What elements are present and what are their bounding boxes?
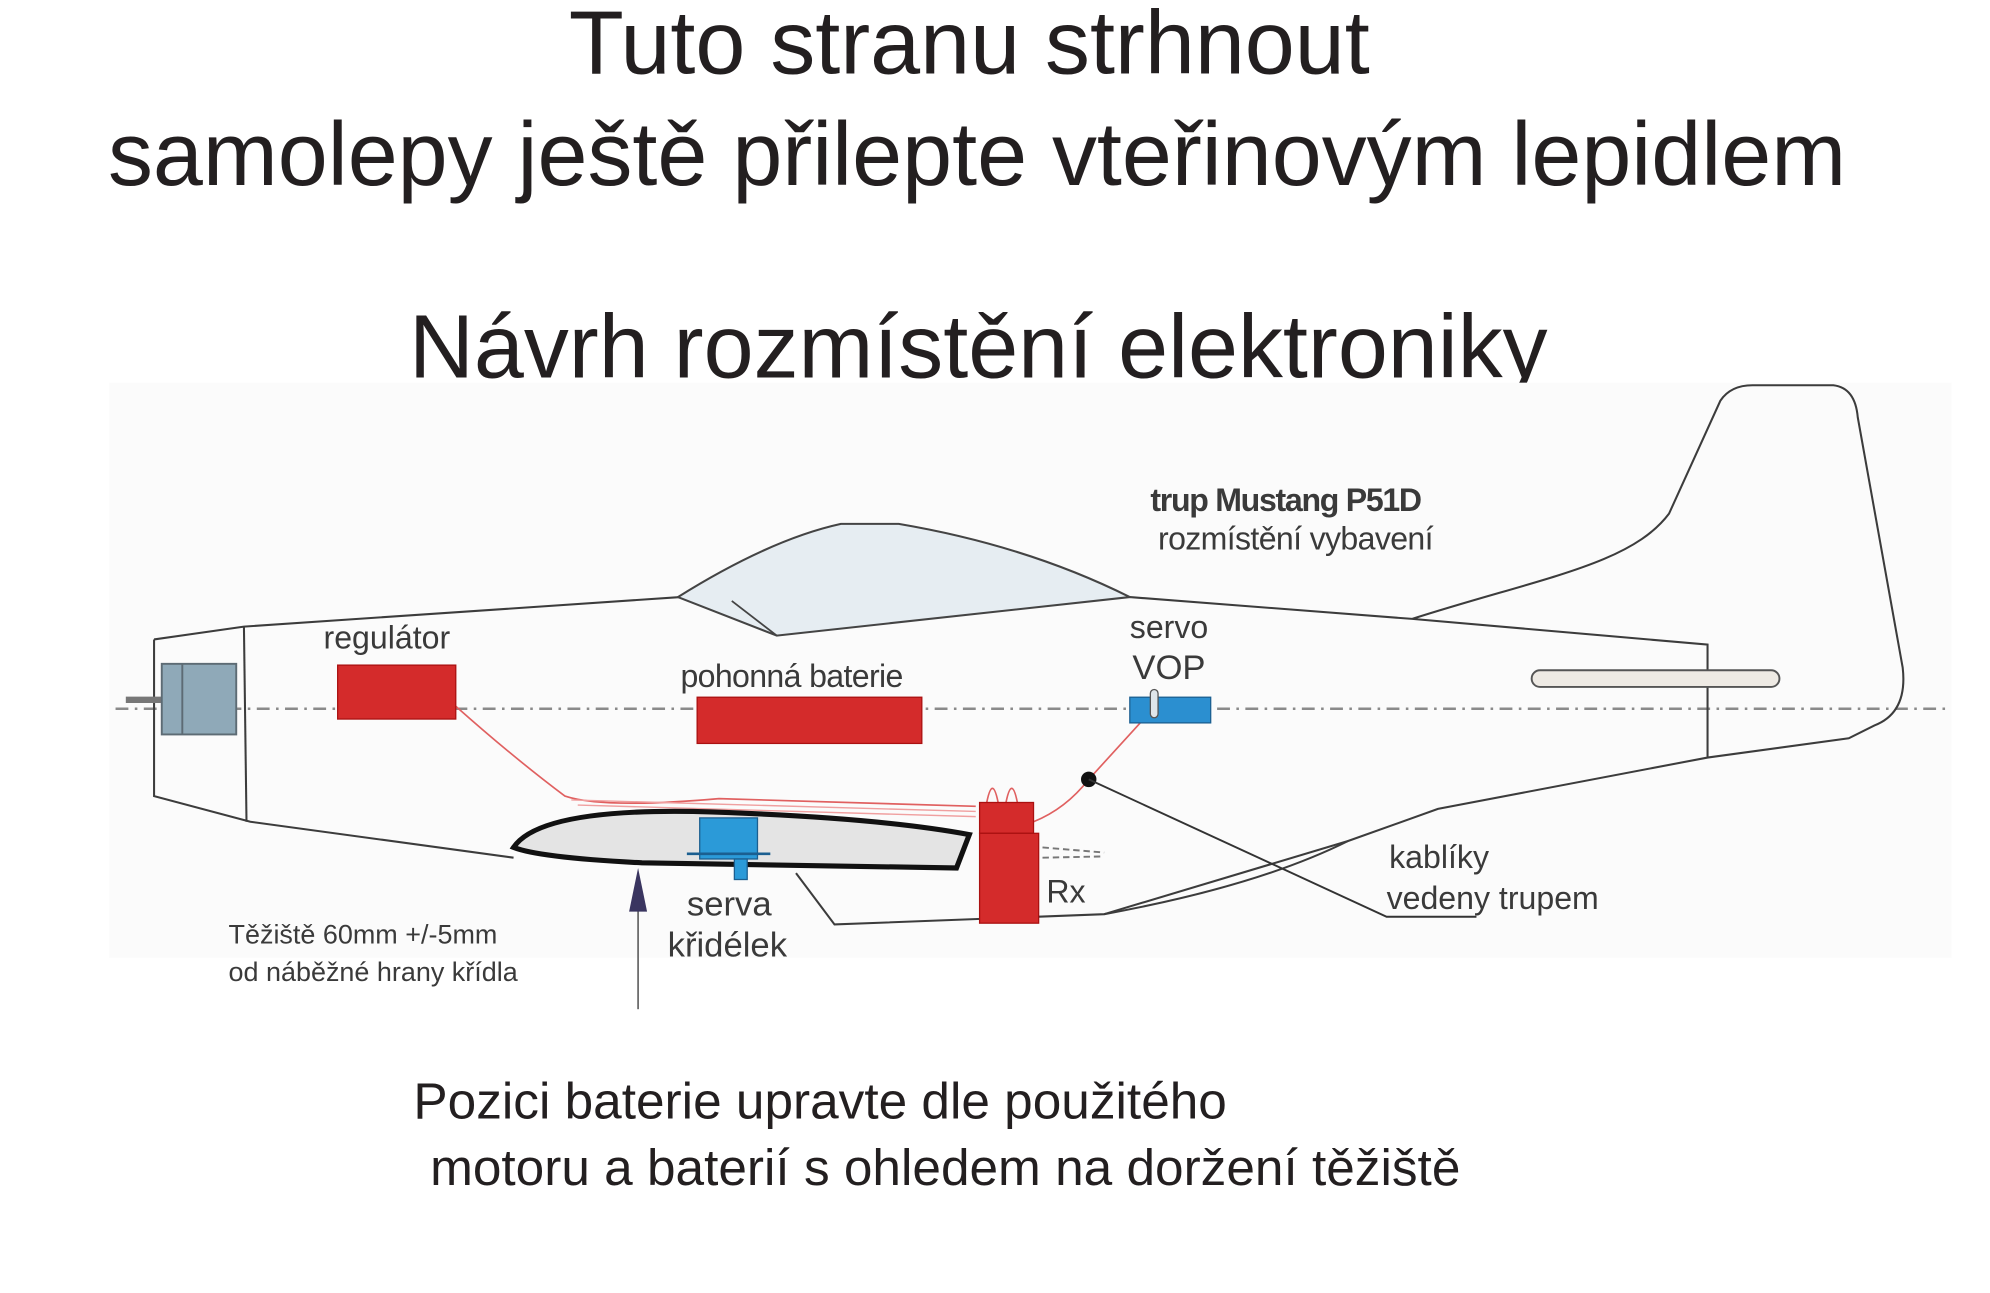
label-aileron-servo-2: křidélek xyxy=(668,927,788,965)
tailplane xyxy=(1530,669,1781,688)
leader-line xyxy=(1088,778,1477,918)
battery-box xyxy=(696,696,923,745)
rx-box-top xyxy=(978,801,1035,834)
label-cg-1: Těžiště 60mm +/-5mm xyxy=(229,920,498,950)
wire-bundle xyxy=(571,799,976,818)
fuselage-diagram: trup Mustang P51D rozmístění vybavení re… xyxy=(109,382,1952,1010)
firewall-line xyxy=(242,626,248,822)
note-line-1: Pozici baterie upravte dle použitého xyxy=(413,1072,1226,1129)
aileron-servo-horn xyxy=(733,858,748,881)
motor xyxy=(160,662,238,736)
label-aileron-servo-1: serva xyxy=(687,885,772,923)
label-servo-vop-1: servo xyxy=(1130,609,1208,645)
servo-vop-arm xyxy=(1149,688,1159,719)
title-line-2: samolepy ještě přilepte vteřinovým lepid… xyxy=(108,105,1846,205)
heading: Návrh rozmístění elektroniky xyxy=(409,298,1548,398)
fin-crossing-line xyxy=(1103,840,1349,916)
note-line-2: motoru a baterií s ohledem na doržení tě… xyxy=(430,1139,1460,1196)
diagram-subtitle: rozmístění vybavení xyxy=(1158,521,1434,557)
label-cables-1: kablíky xyxy=(1389,839,1489,875)
canopy xyxy=(675,522,1134,637)
label-regulator: regulátor xyxy=(324,619,451,655)
label-battery: pohonná baterie xyxy=(680,658,902,694)
diagram-title: trup Mustang P51D xyxy=(1150,482,1421,518)
rx-antenna xyxy=(1042,846,1105,859)
label-cg-2: od náběžné hrany křídla xyxy=(229,957,518,987)
regulator-box xyxy=(337,664,457,720)
fuselage-outline xyxy=(153,384,1905,926)
rx-box xyxy=(978,832,1040,924)
label-rx: Rx xyxy=(1046,874,1085,910)
label-cables-2: vedeny trupem xyxy=(1387,880,1599,916)
cg-arrow-icon xyxy=(629,867,648,912)
wire-loops xyxy=(985,787,1019,807)
aileron-servo-box xyxy=(699,817,759,860)
servo-vop-box xyxy=(1129,696,1212,724)
title-line-1: Tuto stranu strhnout xyxy=(569,0,1370,93)
label-servo-vop-2: VOP xyxy=(1132,649,1205,687)
canopy-frame xyxy=(731,600,778,637)
